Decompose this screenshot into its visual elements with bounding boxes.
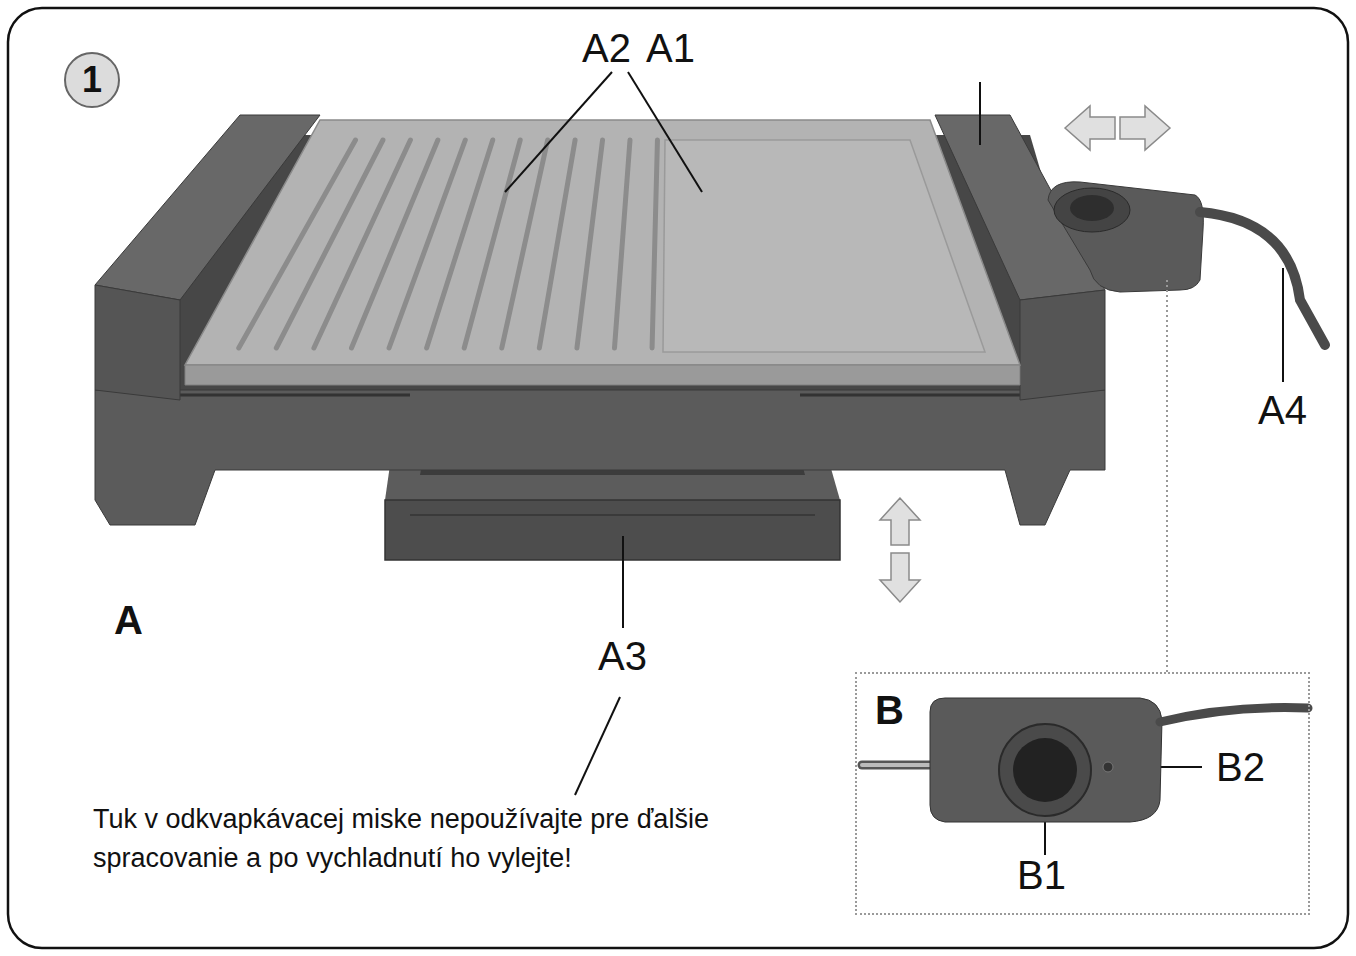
figure-number-text: 1 [82,60,102,100]
part-label: A4 [1258,388,1307,432]
frame [8,8,1348,948]
part-label: B2 [1216,745,1265,789]
part-label: A2 [582,26,631,70]
part-label: B1 [1017,853,1066,897]
view-letter: A [114,598,143,642]
part-label: A1 [646,26,695,70]
note: Tuk v odkvapkávacej miske nepoužívajte p… [93,800,763,878]
part-label: A3 [598,634,647,678]
inset-box: B [855,672,1310,915]
inset-letter: B [857,674,1308,732]
figure-number: 1 [64,52,120,108]
